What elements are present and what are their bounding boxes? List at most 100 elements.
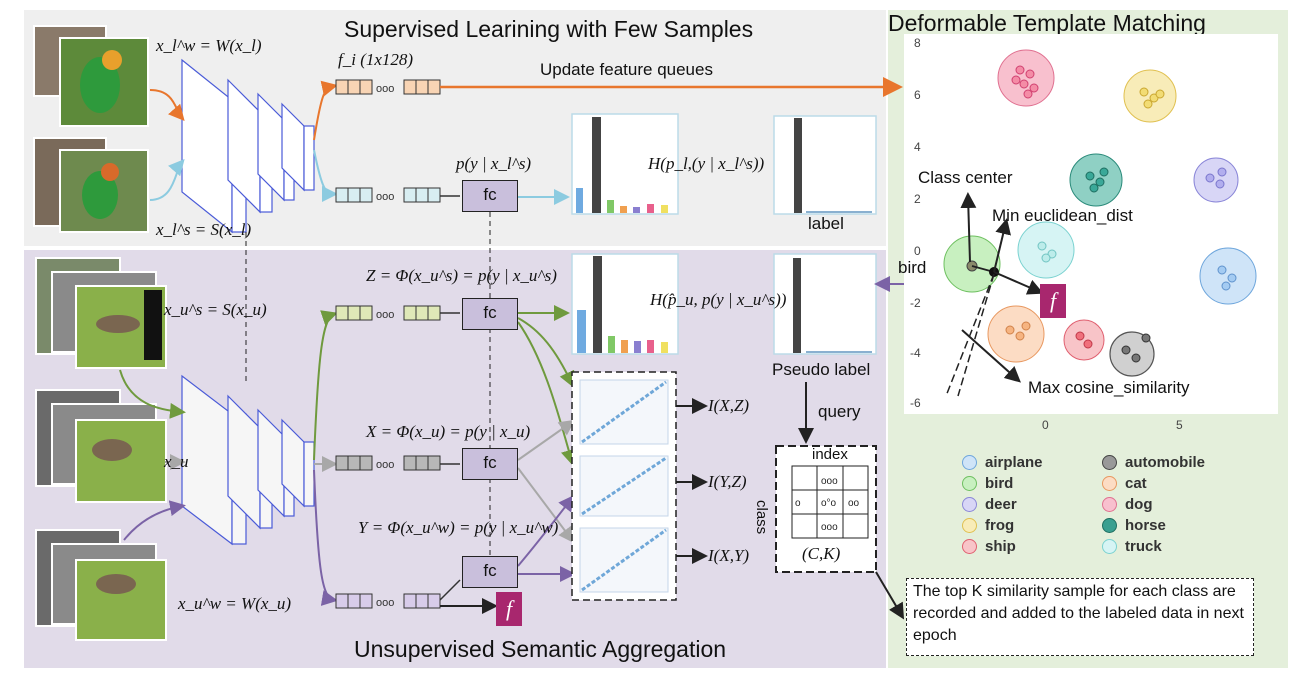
svg-text:ooo: ooo [376,459,394,471]
xls-equation: x_l^s = S(x_l) [156,220,252,239]
y-tick-8: 8 [914,36,921,50]
matching-title: Deformable Template Matching [888,10,1206,36]
bottom-image-stack-1 [35,257,167,369]
svg-text:ooo: ooo [821,476,838,487]
feature-block-gray [335,455,441,471]
cluster-truck [1017,221,1075,279]
ck-table-grid [791,465,869,539]
mi-matrix-3 [579,527,669,593]
feature-block-blue [335,187,441,203]
max-cos-label: Max cosine_similarity [1028,378,1190,397]
unsupervised-panel [24,250,886,668]
y-tick-0: 0 [914,244,921,258]
svg-text:o: o [795,498,801,509]
class-label: class [753,500,770,535]
fc-layer-y: fc [462,556,518,588]
x-tick-5: 5 [1176,418,1183,432]
fc-layer-z: fc [462,298,518,330]
legend-horse: horse [1102,517,1242,534]
top-image-stack-1 [33,25,149,127]
svg-text:ooo: ooo [376,309,394,321]
xuw-equation: x_u^w = W(x_u) [178,594,292,613]
svg-text:o°o: o°o [821,498,837,509]
y-tick-neg6: -6 [910,396,921,410]
top-image-stack-2 [33,137,149,233]
cluster-frog [1123,69,1177,123]
horse-dot-icon [1102,518,1117,533]
cat-dot-icon [1102,476,1117,491]
legend-deer: deer [962,496,1102,513]
ck-label: (C,K) [802,544,841,563]
bottom-image-stack-3 [35,529,167,641]
top-prob-label: p(y | x_l^s) [456,154,532,173]
f-feature-box-bottom: f [496,592,522,626]
feature-dim-label: f_i (1x128) [338,50,414,69]
legend-ship: ship [962,538,1102,555]
pseudo-label-text: Pseudo label [772,360,871,379]
cluster-airplane [1199,247,1257,305]
cluster-deer [1193,157,1239,203]
legend-bird: bird [962,475,1102,492]
svg-text:ooo: ooo [376,83,394,95]
y-tick-neg2: -2 [910,296,921,310]
deer-dot-icon [962,497,977,512]
index-label: index [812,446,848,463]
min-dist-label: Min euclidean_dist [992,206,1133,225]
y-tick-neg4: -4 [910,346,921,360]
svg-text:ooo: ooo [376,191,394,203]
legend-cat: cat [1102,475,1242,492]
feature-queue-orange [335,79,441,95]
bird-label: bird [898,258,927,277]
mi-xz-label: I(X,Z) [708,396,750,415]
label-text: label [808,214,844,233]
mi-xy-label: I(X,Y) [708,546,750,565]
cluster-legend: airplane automobile bird cat deer dog fr… [962,454,1262,555]
frog-dot-icon [962,518,977,533]
f-feature-box-plot: f [1040,284,1066,318]
query-label: query [818,402,861,421]
z-equation: Z = Φ(x_u^s) = p(y | x_u^s) [366,266,557,285]
svg-text:oo: oo [848,498,860,509]
unsupervised-title: Unsupervised Semantic Aggregation [354,636,727,662]
legend-airplane: airplane [962,454,1102,471]
svg-text:ooo: ooo [821,522,838,533]
cluster-cat [987,305,1045,363]
dog-dot-icon [1102,497,1117,512]
feature-block-green [335,305,441,321]
supervised-panel [24,10,886,246]
y-tick-4: 4 [914,140,921,154]
feature-block-purple [335,593,441,609]
y-tick-2: 2 [914,192,921,206]
xu-label: x_u [164,452,189,471]
fc-layer-top: fc [462,180,518,212]
class-center-label: Class center [918,168,1013,187]
ship-dot-icon [962,539,977,554]
legend-truck: truck [1102,538,1242,555]
legend-frog: frog [962,517,1102,534]
svg-text:ooo: ooo [376,597,394,609]
legend-dog: dog [1102,496,1242,513]
cluster-ship [1063,319,1105,361]
cluster-automobile [1109,331,1155,377]
mi-matrix-2 [579,455,669,517]
bottom-histogram-bars [577,256,668,353]
fc-layer-x: fc [462,448,518,480]
update-queues-label: Update feature queues [540,60,713,79]
airplane-dot-icon [962,455,977,470]
y-tick-6: 6 [914,88,921,102]
xus-equation: x_u^s = S(x_u) [164,300,267,319]
topk-note: The top K similarity sample for each cla… [906,578,1254,656]
legend-automobile: automobile [1102,454,1242,471]
y-equation: Y = Φ(x_u^w) = p(y | x_u^w) [358,518,559,537]
truck-dot-icon [1102,539,1117,554]
x-equation: X = Φ(x_u) = p(y | x_u) [366,422,531,441]
xlw-equation: x_l^w = W(x_l) [156,36,262,55]
automobile-dot-icon [1102,455,1117,470]
cluster-horse [1069,153,1123,207]
supervised-loss-label: H(p_l,(y | x_l^s)) [648,154,765,173]
bottom-image-stack-2 [35,389,167,503]
cluster-dog [997,49,1055,107]
mi-yz-label: I(Y,Z) [708,472,747,491]
x-tick-0: 0 [1042,418,1049,432]
